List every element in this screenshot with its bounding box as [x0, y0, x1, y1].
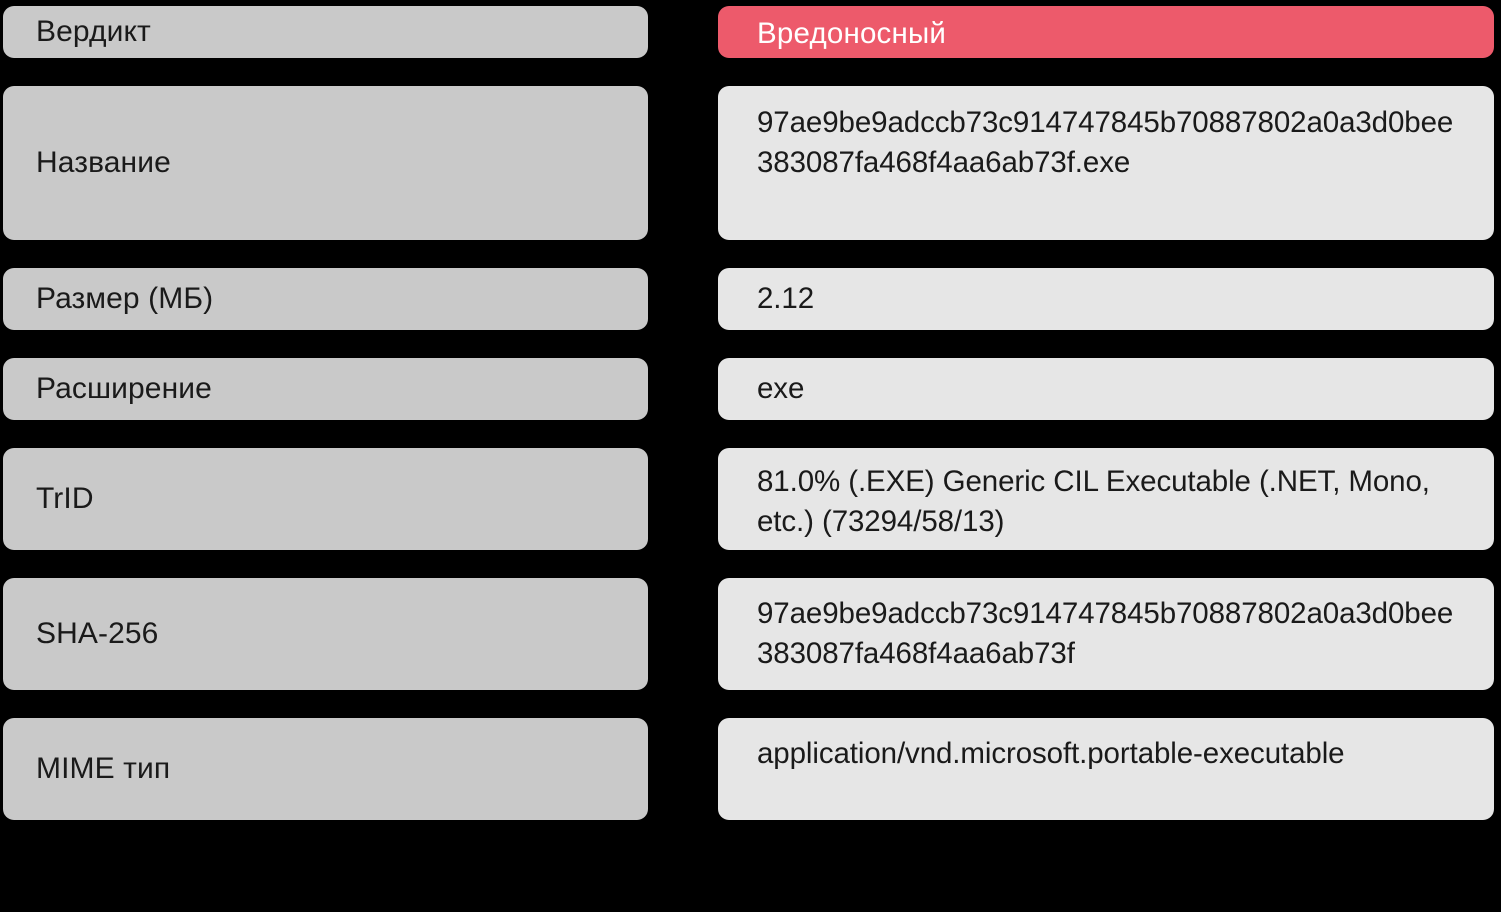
label-text: SHA-256 — [36, 617, 159, 651]
row-value-extension[interactable]: exe — [718, 358, 1494, 420]
row-label-verdict: Вердикт — [3, 6, 648, 58]
table-row: Вердикт Вредоносный — [0, 6, 1501, 58]
value-text: exe — [757, 372, 805, 405]
table-row: MIME тип application/vnd.microsoft.porta… — [0, 718, 1501, 820]
label-text: Расширение — [36, 372, 212, 406]
row-label-trid: TrID — [3, 448, 648, 550]
table-row: SHA-256 97ae9be9adccb73c914747845b708878… — [0, 578, 1501, 690]
label-text: TrID — [36, 482, 94, 516]
value-text: 81.0% (.EXE) Generic CIL Executable (.NE… — [757, 465, 1430, 538]
row-label-extension: Расширение — [3, 358, 648, 420]
value-text: 97ae9be9adccb73c914747845b70887802a0a3d0… — [757, 597, 1454, 670]
row-label-sha256: SHA-256 — [3, 578, 648, 690]
label-text: Название — [36, 146, 171, 180]
value-text: application/vnd.microsoft.portable-execu… — [757, 737, 1345, 770]
row-value-sha256[interactable]: 97ae9be9adccb73c914747845b70887802a0a3d0… — [718, 578, 1494, 690]
table-row: TrID 81.0% (.EXE) Generic CIL Executable… — [0, 448, 1501, 550]
row-label-filename: Название — [3, 86, 648, 240]
row-label-mime-type: MIME тип — [3, 718, 648, 820]
table-row: Расширение exe — [0, 358, 1501, 420]
value-text: 97ae9be9adccb73c914747845b70887802a0a3d0… — [757, 106, 1454, 179]
row-value-size[interactable]: 2.12 — [718, 268, 1494, 330]
label-text: MIME тип — [36, 752, 171, 786]
row-value-verdict[interactable]: Вредоносный — [718, 6, 1494, 58]
label-text: Размер (МБ) — [36, 282, 214, 316]
row-value-trid[interactable]: 81.0% (.EXE) Generic CIL Executable (.NE… — [718, 448, 1494, 550]
value-text: 2.12 — [757, 282, 815, 315]
table-row: Размер (МБ) 2.12 — [0, 268, 1501, 330]
row-label-size: Размер (МБ) — [3, 268, 648, 330]
status-badge: Вредоносный — [757, 17, 947, 50]
label-text: Вердикт — [36, 15, 151, 49]
table-row: Название 97ae9be9adccb73c914747845b70887… — [0, 86, 1501, 240]
row-value-mime-type[interactable]: application/vnd.microsoft.portable-execu… — [718, 718, 1494, 820]
row-value-filename[interactable]: 97ae9be9adccb73c914747845b70887802a0a3d0… — [718, 86, 1494, 240]
